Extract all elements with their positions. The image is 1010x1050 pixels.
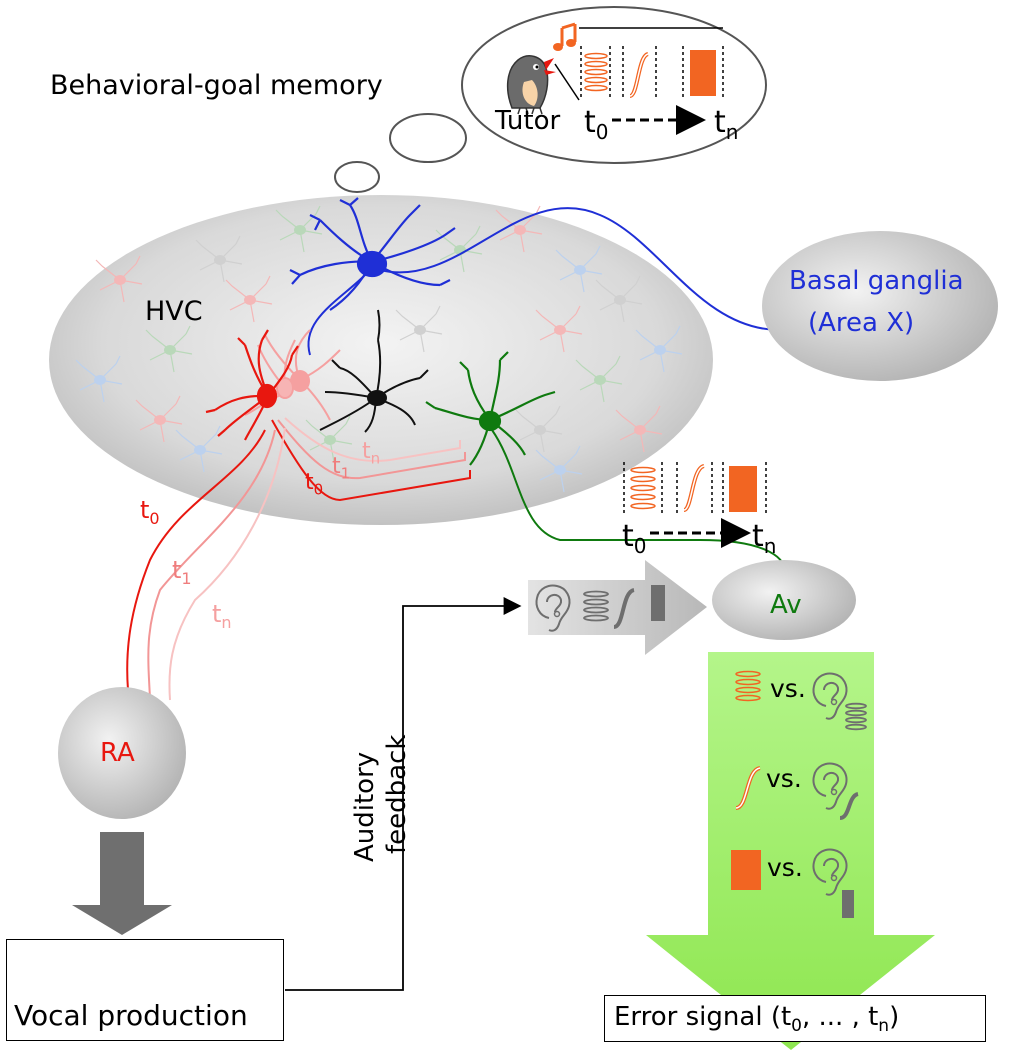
av-template-syllables xyxy=(623,462,767,516)
background-neuron-soma xyxy=(294,225,306,235)
background-neuron-soma xyxy=(324,435,336,445)
background-neuron-soma xyxy=(194,445,206,455)
auditory-feedback-path xyxy=(285,597,522,991)
av-t0-label: t0 xyxy=(622,519,647,558)
vs-label-3: vs. xyxy=(767,853,803,882)
inner-t0-label: t0 xyxy=(305,470,324,499)
tutor-label: Tutor xyxy=(495,106,561,136)
av-tn-label: tn xyxy=(752,519,777,558)
basal-ganglia-region xyxy=(762,231,998,381)
background-neuron-soma xyxy=(94,375,106,385)
ra-t0-label: t0 xyxy=(140,496,160,528)
behavioral-goal-memory-label: Behavioral-goal memory xyxy=(50,70,383,101)
comparison-3 xyxy=(731,848,854,918)
ra-region xyxy=(58,687,186,819)
error-signal-box xyxy=(604,995,986,1042)
basal-ganglia-label: Basal ganglia xyxy=(789,266,964,296)
background-neuron-soma xyxy=(534,425,546,435)
av-label: Av xyxy=(770,590,802,620)
hvc-ra-projections xyxy=(123,427,286,701)
black-hvc-interneuron xyxy=(319,309,429,433)
vs-label-2: vs. xyxy=(766,764,802,793)
background-neuron-soma xyxy=(414,325,426,335)
vocal-production-box xyxy=(6,939,284,1041)
av-region xyxy=(712,560,856,640)
background-neuron-soma xyxy=(114,275,126,285)
background-neuron-soma xyxy=(574,265,586,275)
thought-bubble-small xyxy=(334,161,380,193)
vs-label-1: vs. xyxy=(770,674,806,703)
background-neuron-soma xyxy=(554,325,566,335)
hvc-label: HVC xyxy=(145,296,203,327)
background-neuron-soma xyxy=(514,225,526,235)
background-neuron-soma xyxy=(634,425,646,435)
thought-bubble-medium xyxy=(389,113,467,163)
background-neuron-soma xyxy=(154,415,166,425)
background-neuron-soma xyxy=(654,345,666,355)
background-neuron-soma xyxy=(214,255,226,265)
inner-tn-label: tn xyxy=(362,439,381,468)
comparison-2 xyxy=(735,762,859,820)
tutor-template-syllables xyxy=(580,46,724,100)
blue-hvc-x-neuron xyxy=(289,197,456,311)
comparison-1 xyxy=(735,670,867,731)
inner-t1-label: t1 xyxy=(332,454,351,483)
background-neuron-soma xyxy=(594,375,606,385)
error-signal-label: Error signal (t0, ... , tn) xyxy=(614,1002,900,1037)
ra-t1-label: t1 xyxy=(172,556,192,588)
ra-label: RA xyxy=(100,738,135,768)
green-projection-axon xyxy=(491,429,786,573)
green-hvc-av-neuron xyxy=(425,351,556,466)
ra-tn-label: tn xyxy=(212,600,232,632)
tutor-t0-label: t0 xyxy=(584,105,609,144)
light-red-hvc-ra-neurons xyxy=(244,329,341,421)
background-neuron-soma xyxy=(614,295,626,305)
auditory-label: Auditory xyxy=(350,751,380,862)
tutor-bird-icon xyxy=(506,55,556,115)
area-x-label: (Area X) xyxy=(808,308,915,338)
music-note-icon xyxy=(553,22,577,51)
error-comparison-arrow xyxy=(646,652,935,1050)
auditory-input-arrow xyxy=(528,560,707,655)
blue-projection-axon xyxy=(379,207,781,331)
red-hvc-ra-neuron xyxy=(205,329,299,441)
background-neuron-soma xyxy=(554,465,566,475)
vocal-production-label: Vocal production xyxy=(14,999,248,1032)
tutor-tn-label: tn xyxy=(714,105,739,144)
feedback-label: feedback xyxy=(382,734,412,854)
zoom-line-bottom xyxy=(554,63,580,101)
background-neuron-soma xyxy=(164,345,176,355)
ra-output-arrow xyxy=(72,832,172,935)
background-neuron-soma xyxy=(244,295,256,305)
